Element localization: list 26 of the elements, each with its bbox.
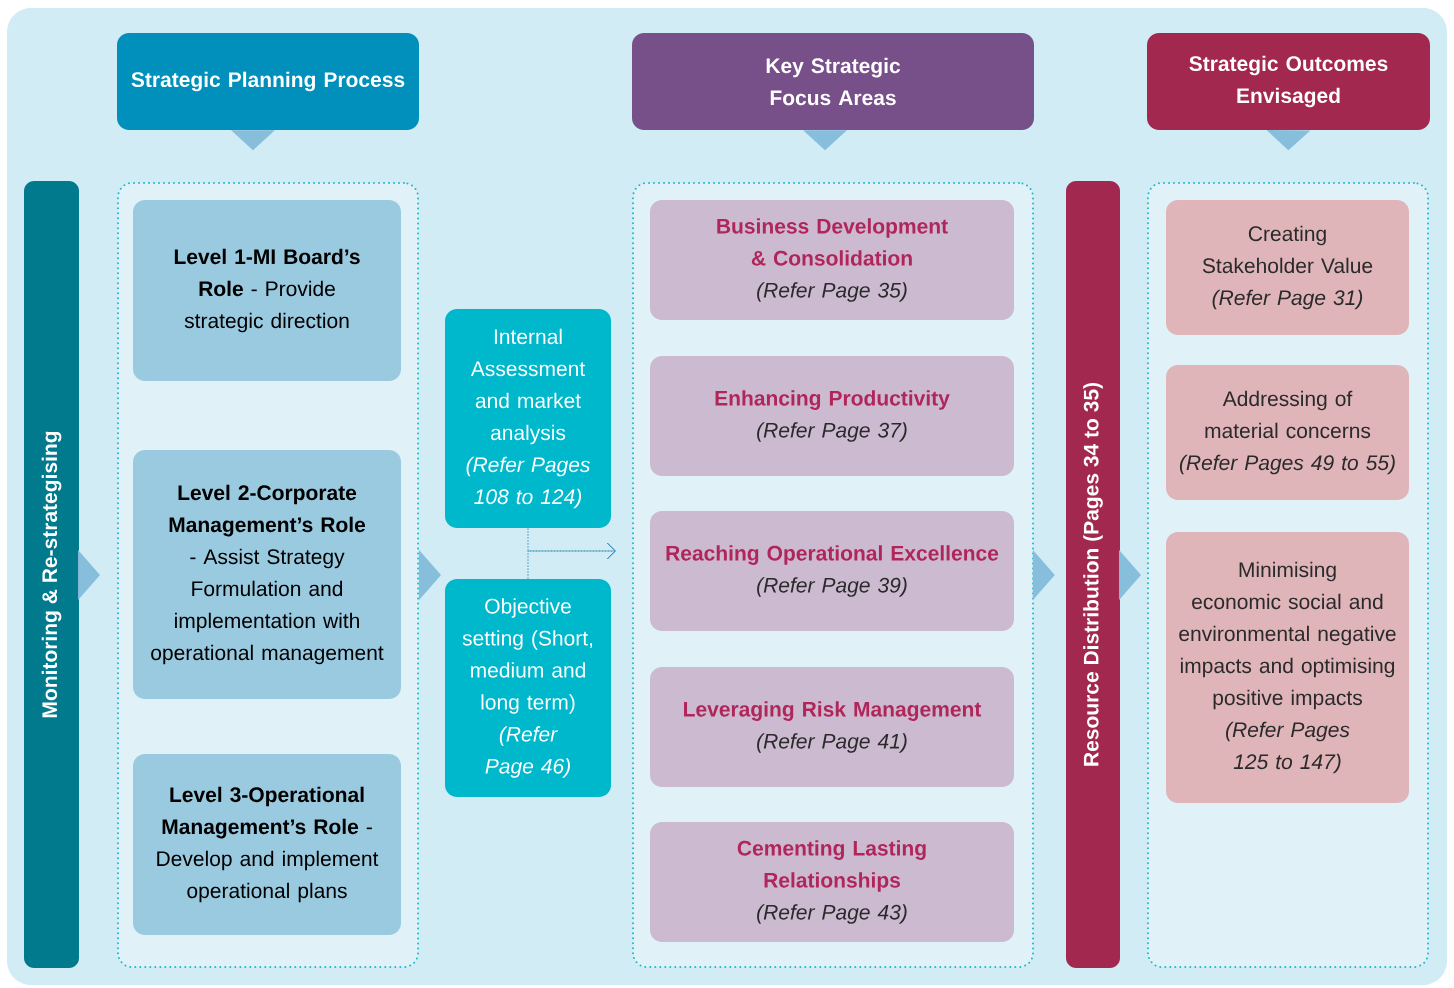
level-box: Level 1-MI Board’s Role - Provide strategic direction <box>133 200 401 381</box>
focus-area-box: Cementing Lasting Relationships (Refer Page 43) <box>650 822 1014 942</box>
level-box: Level 3-Operational Management’s Role - Develop and implement operational plans <box>133 754 401 935</box>
focus-area-box: Business Development & Consolidation (Refer Page 35) <box>650 200 1014 320</box>
outcome-box: Addressing of material concerns (Refer Pages 49 to 55) <box>1166 365 1409 500</box>
focus-area-box: Leveraging Risk Management (Refer Page 41) <box>650 667 1014 787</box>
chevron-arrow <box>803 130 847 151</box>
process-box: Objective setting (Short, medium and long term) (Refer Page 46) <box>445 579 611 797</box>
chevron-arrow <box>418 550 441 600</box>
chevron-arrow <box>231 130 275 151</box>
dotted-connector <box>527 542 616 580</box>
outcome-box: Creating Stakeholder Value (Refer Page 31) <box>1166 200 1409 335</box>
chevron-arrow <box>78 550 100 600</box>
header-box: Key Strategic Focus Areas <box>632 33 1034 130</box>
chevron-arrow <box>1266 130 1311 151</box>
chevron-arrow <box>1119 550 1141 600</box>
level-box: Level 2-Corporate Management’s Role - Assist Strategy Formulation and implementation with operational management <box>133 450 401 699</box>
focus-area-box: Enhancing Productivity (Refer Page 37) <box>650 356 1014 476</box>
header-box: Strategic Outcomes Envisaged <box>1147 33 1430 130</box>
outcome-box: Minimising economic social and environmental negative impacts and optimising positive impacts (Refer Pages 125 to 147) <box>1166 532 1409 803</box>
process-box: Internal Assessment and market analysis (Refer Pages 108 to 124) <box>445 309 611 528</box>
focus-area-box: Reaching Operational Excellence (Refer Page 39) <box>650 511 1014 631</box>
header-box: Strategic Planning Process <box>117 33 419 130</box>
chevron-arrow <box>1032 550 1055 600</box>
vertical-bar: Monitoring & Re-strategising <box>24 181 79 968</box>
vertical-bar: Resource Distribution (Pages 34 to 35) <box>1066 181 1120 968</box>
